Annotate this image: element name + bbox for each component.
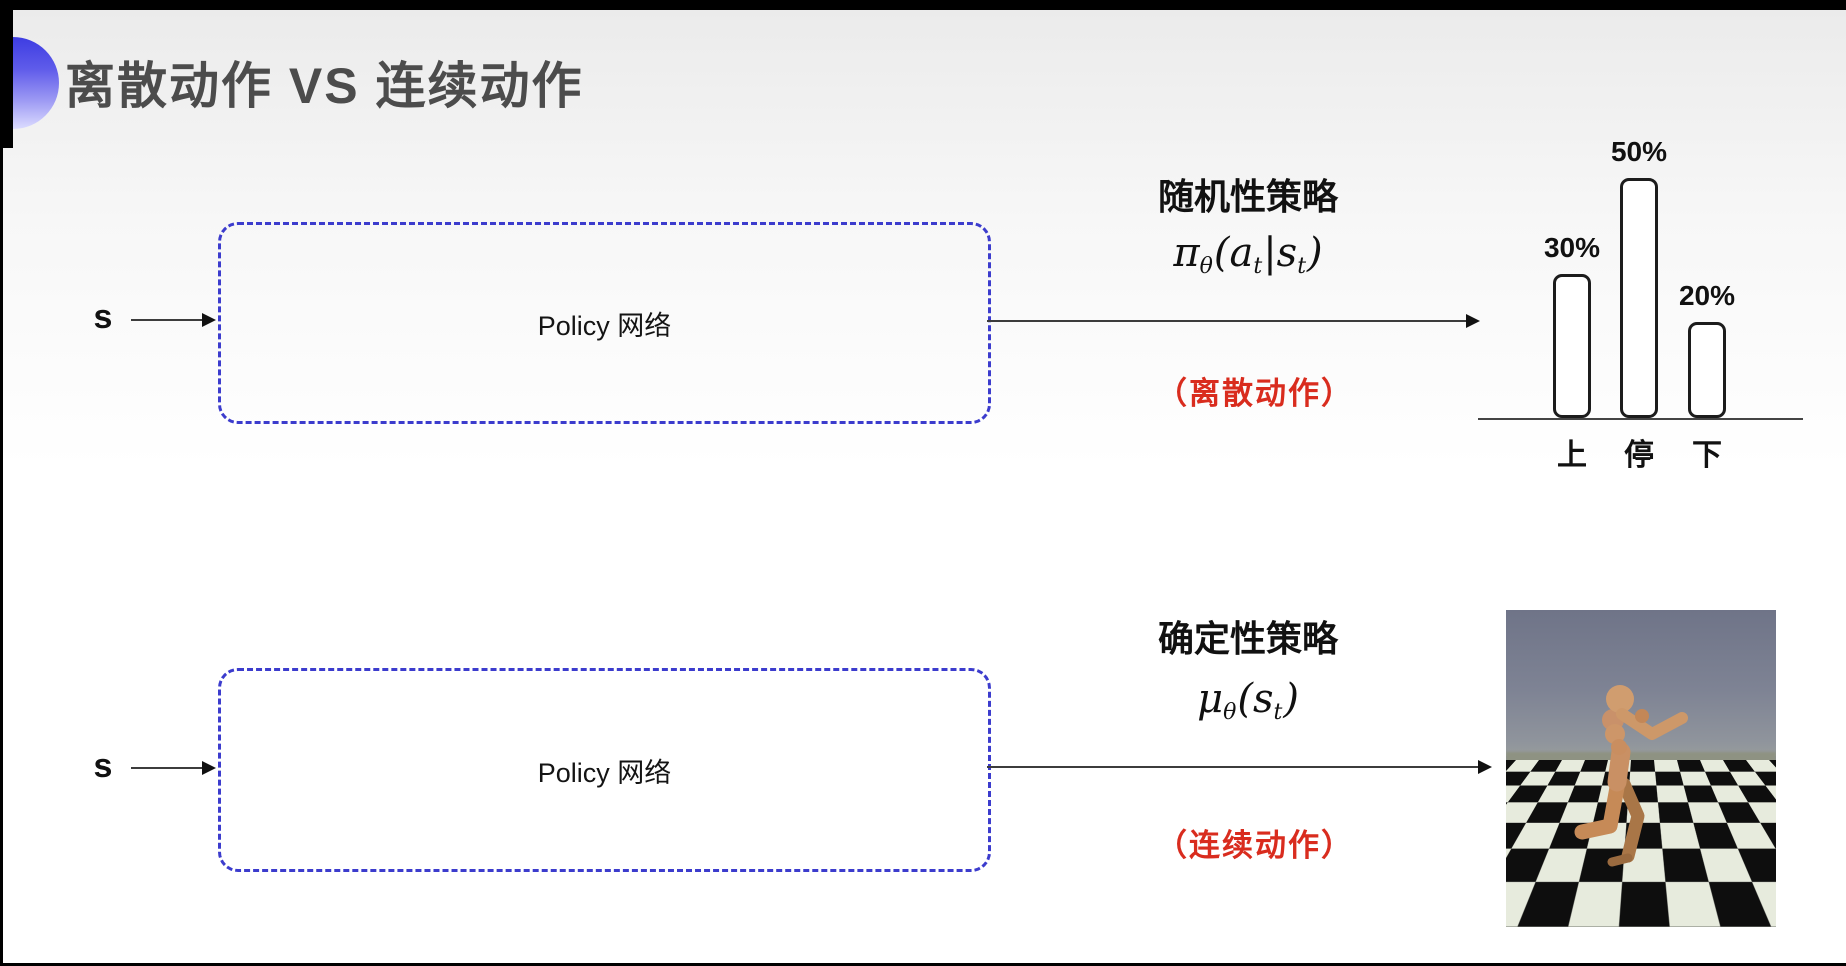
policy-type-title-row2: 确定性策略 xyxy=(1157,618,1338,659)
bar-value-label-down: 20% xyxy=(1678,280,1736,311)
stochastic-policy-formula: πθ(at|st) xyxy=(1078,230,1418,279)
policy-network-label-row1: Policy 网络 xyxy=(537,310,672,341)
humanoid-simulation-image xyxy=(1506,610,1776,927)
formula-symbol-sub: θ xyxy=(1223,699,1237,725)
policy-network-box-row2: Policy 网络 xyxy=(218,668,991,872)
action-type-note-row1: （离散动作） xyxy=(1156,376,1354,411)
sim-horizon xyxy=(1506,752,1776,768)
state-input-label-row2: s xyxy=(93,747,113,785)
sim-floor-reflection xyxy=(1536,857,1686,921)
arrow-state-to-policy-row2 xyxy=(131,761,216,775)
chart-baseline xyxy=(1478,418,1803,420)
page-title: 离散动作 VS 连续动作 xyxy=(65,58,584,114)
deterministic-policy-formula: μθ(st) xyxy=(1078,676,1418,725)
humanoid-robot-figure xyxy=(1574,685,1688,867)
formula-symbol: μ xyxy=(1197,676,1224,722)
formula-arg1: a xyxy=(1229,230,1254,276)
formula-rparen: ) xyxy=(1307,230,1323,276)
formula-rparen: ) xyxy=(1283,676,1299,722)
formula-arg2: s xyxy=(1276,230,1298,276)
arrow-state-to-policy-row1 xyxy=(131,313,216,327)
formula-lparen: ( xyxy=(1237,676,1253,722)
category-label-stop: 停 xyxy=(1624,439,1654,472)
arrow-policy-to-output-row1 xyxy=(987,314,1480,328)
bar-value-label-up: 30% xyxy=(1543,232,1601,263)
formula-lparen: ( xyxy=(1213,230,1230,276)
formula-arg2-sub: t xyxy=(1297,253,1307,279)
policy-network-box-row1: Policy 网络 xyxy=(218,222,991,424)
state-input-label-row1: s xyxy=(93,298,113,336)
category-label-down: 下 xyxy=(1692,439,1722,472)
formula-arg1-sub: t xyxy=(1253,253,1263,279)
formula-symbol-sub: θ xyxy=(1199,253,1213,279)
formula-pipe: | xyxy=(1263,230,1277,276)
formula-arg1-sub: t xyxy=(1273,699,1283,725)
bar-down xyxy=(1688,322,1726,418)
bar-stop xyxy=(1620,178,1658,418)
category-label-up: 上 xyxy=(1557,439,1587,472)
bar-up xyxy=(1553,274,1591,418)
formula-symbol: π xyxy=(1173,230,1200,276)
slide-background: 离散动作 VS 连续动作 s Policy 网络 随机性策略 πθ(at|st)… xyxy=(0,10,1846,963)
policy-network-label-row2: Policy 网络 xyxy=(537,757,672,788)
bar-value-label-stop: 50% xyxy=(1610,136,1668,167)
frame-corner-notch xyxy=(0,0,13,148)
policy-type-title-row1: 随机性策略 xyxy=(1157,176,1338,217)
arrow-policy-to-output-row2 xyxy=(987,760,1492,774)
formula-arg1: s xyxy=(1252,676,1274,722)
action-type-note-row2: （连续动作） xyxy=(1156,828,1354,863)
